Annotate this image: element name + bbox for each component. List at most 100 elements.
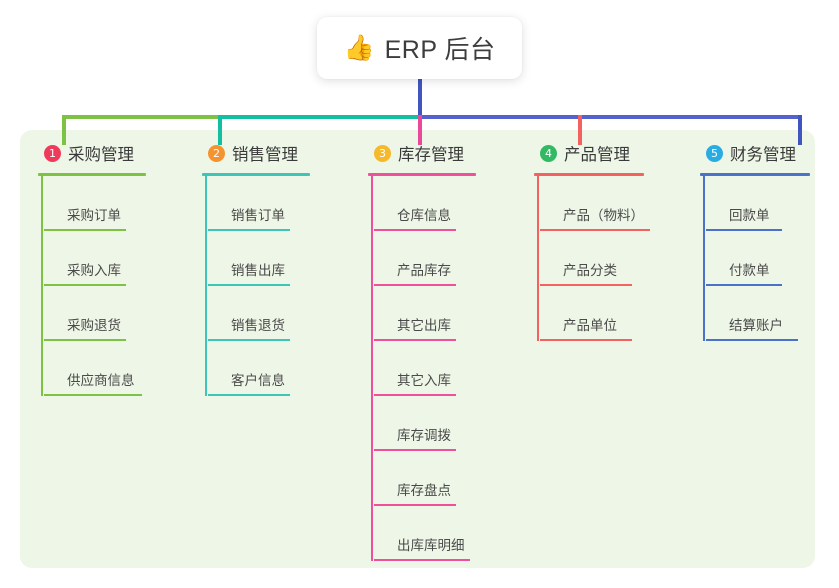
branch-children: 回款单付款单结算账户 (700, 176, 810, 341)
branch-title: 财务管理 (730, 146, 796, 164)
branch-item-label: 结算账户 (729, 318, 783, 333)
branch-item-label: 付款单 (729, 263, 770, 278)
branch-item-label: 回款单 (729, 208, 770, 223)
drop-connector-5 (798, 115, 802, 145)
branch-underline (202, 173, 310, 176)
branch-item[interactable]: 客户信息 (205, 341, 310, 396)
branch-item[interactable]: 采购订单 (41, 176, 146, 231)
branch-number-badge: 1 (44, 144, 61, 162)
branch-item[interactable]: 产品分类 (537, 231, 644, 286)
branch-underline (38, 173, 146, 176)
drop-connector-2 (218, 115, 222, 145)
branch-column-5: 5 财务管理回款单付款单结算账户 (700, 140, 810, 341)
branch-number-badge: 5 (706, 144, 723, 162)
bar-segment-2 (220, 115, 420, 119)
branch-header-1[interactable]: 1 采购管理 (38, 140, 146, 166)
branch-item-label: 产品库存 (397, 263, 451, 278)
branch-item-underline (540, 339, 632, 341)
branch-title: 库存管理 (398, 146, 464, 164)
branch-item[interactable]: 销售出库 (205, 231, 310, 286)
branch-item-underline (44, 394, 142, 396)
branch-item-label: 采购入库 (67, 263, 121, 278)
branches-card (20, 130, 815, 568)
branch-item[interactable]: 供应商信息 (41, 341, 146, 396)
branch-item-underline (374, 559, 470, 561)
branch-item-label: 其它出库 (397, 318, 451, 333)
branch-underline (534, 173, 644, 176)
branch-number-badge: 3 (374, 144, 391, 162)
branch-item-label: 产品单位 (563, 318, 617, 333)
branch-item[interactable]: 销售订单 (205, 176, 310, 231)
branch-item-underline (540, 229, 650, 231)
branch-title: 采购管理 (68, 146, 134, 164)
branch-item-label: 采购订单 (67, 208, 121, 223)
branch-item-underline (540, 284, 632, 286)
branch-item-underline (208, 284, 290, 286)
branch-item-underline (374, 229, 456, 231)
branch-item-underline (208, 394, 290, 396)
branch-trunk-line (371, 176, 373, 561)
branch-title: 产品管理 (564, 146, 630, 164)
bar-segment-1 (62, 115, 220, 119)
branch-item[interactable]: 销售退货 (205, 286, 310, 341)
branch-item[interactable]: 其它出库 (371, 286, 476, 341)
root-node[interactable]: 👍 ERP 后台 (317, 17, 522, 79)
branch-item-label: 采购退货 (67, 318, 121, 333)
branch-item-underline (706, 229, 782, 231)
branch-item-underline (374, 339, 456, 341)
branch-underline (700, 173, 810, 176)
branch-item-label: 其它入库 (397, 373, 451, 388)
branch-item-label: 销售订单 (231, 208, 285, 223)
branch-item-label: 出库库明细 (397, 538, 465, 553)
branch-item[interactable]: 产品库存 (371, 231, 476, 286)
branch-item[interactable]: 其它入库 (371, 341, 476, 396)
branch-item[interactable]: 仓库信息 (371, 176, 476, 231)
branch-item-label: 销售出库 (231, 263, 285, 278)
thumbs-up-icon: 👍 (343, 33, 375, 62)
branch-item-underline (44, 229, 126, 231)
branch-item[interactable]: 结算账户 (703, 286, 810, 341)
branch-item-underline (374, 394, 456, 396)
bar-segment-3 (420, 115, 800, 119)
branch-item-label: 客户信息 (231, 373, 285, 388)
branch-underline (368, 173, 476, 176)
branch-column-1: 1 采购管理采购订单采购入库采购退货供应商信息 (38, 140, 146, 396)
branch-item-label: 库存盘点 (397, 483, 451, 498)
root-title: ERP 后台 (384, 36, 496, 64)
branch-number-badge: 2 (208, 144, 225, 162)
branch-item[interactable]: 付款单 (703, 231, 810, 286)
branch-item-underline (706, 284, 782, 286)
branch-item[interactable]: 库存盘点 (371, 451, 476, 506)
branch-item[interactable]: 产品单位 (537, 286, 644, 341)
branch-trunk-line (205, 176, 207, 396)
branch-item[interactable]: 采购入库 (41, 231, 146, 286)
branch-item-underline (374, 449, 456, 451)
branch-item[interactable]: 采购退货 (41, 286, 146, 341)
branch-item-underline (208, 339, 290, 341)
branch-item[interactable]: 库存调拨 (371, 396, 476, 451)
branch-number-badge: 4 (540, 144, 557, 162)
root-stem-connector (418, 74, 422, 117)
branch-header-4[interactable]: 4 产品管理 (534, 140, 644, 166)
branch-item-underline (44, 284, 126, 286)
drop-connector-3 (418, 115, 422, 145)
branch-item-underline (44, 339, 126, 341)
branch-item-underline (374, 284, 456, 286)
branch-item-label: 销售退货 (231, 318, 285, 333)
branch-item[interactable]: 产品（物料） (537, 176, 650, 231)
branch-item-label: 仓库信息 (397, 208, 451, 223)
branch-children: 产品（物料） 产品分类产品单位 (534, 176, 650, 341)
drop-connector-4 (578, 115, 582, 145)
branch-item[interactable]: 回款单 (703, 176, 810, 231)
branch-item-label: 产品（物料） (563, 208, 644, 223)
branch-item-underline (706, 339, 798, 341)
branch-column-4: 4 产品管理产品（物料） 产品分类产品单位 (534, 140, 650, 341)
branch-header-3[interactable]: 3 库存管理 (368, 140, 476, 166)
drop-connector-1 (62, 115, 66, 145)
branch-item-underline (374, 504, 456, 506)
branch-item[interactable]: 出库库明细 (371, 506, 476, 561)
branch-item-label: 供应商信息 (67, 373, 135, 388)
branch-trunk-line (703, 176, 705, 341)
branch-header-5[interactable]: 5 财务管理 (700, 140, 810, 166)
